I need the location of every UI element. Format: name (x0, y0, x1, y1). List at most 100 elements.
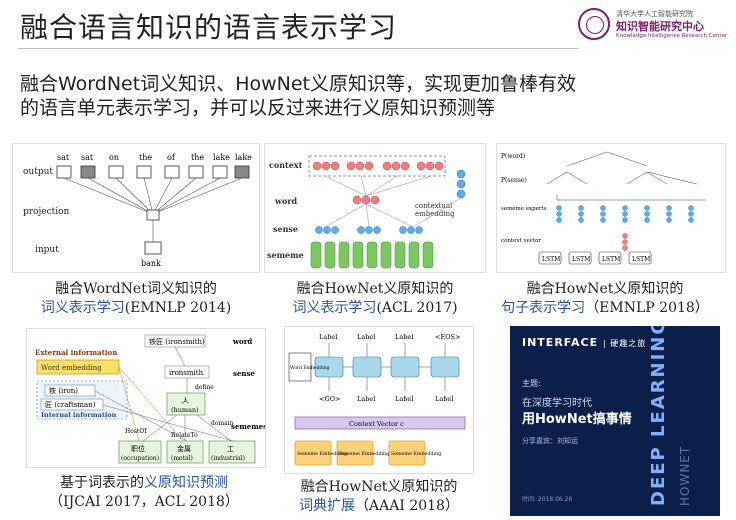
contextual-label: contextual (415, 202, 453, 210)
context-label: context (269, 160, 303, 170)
caption-highlight: 词义表示学习 (40, 300, 125, 316)
context-nodes (312, 161, 444, 171)
caption-line: 融合HowNet义原知识的 (526, 281, 684, 297)
caption-prefix: 基于词表示的 (60, 475, 144, 491)
caption-highlight: 义原知识预测 (144, 475, 228, 491)
sememe-columns (310, 241, 434, 269)
word-level-label: word (232, 337, 252, 346)
decoder-arrows (328, 343, 446, 391)
sememe-embedding-label: Sememe Embedding (339, 451, 389, 457)
label-input: Label (435, 395, 453, 403)
output-word: sat (57, 153, 70, 162)
sememe-embedding-label: Sememe Embedding (297, 451, 347, 457)
caption-hownet-sense: 融合HowNet义原知识的 词义表示学习(ACL 2017) (264, 280, 486, 318)
input-node (144, 241, 162, 255)
sememe-embedding-label: Sememe Embedding (391, 451, 441, 457)
caption-line: 融合HowNet义原知识的 (296, 281, 454, 297)
relation-arrows (94, 346, 234, 442)
caption-venue: （EMNLP 2018） (585, 300, 709, 316)
cover-brand-cn: | 硬趣之旅 (602, 339, 647, 348)
label-input: Label (395, 395, 413, 403)
cover-subtitle-2: 用HowNet搞事情 (522, 412, 632, 427)
occupation-cn: 职位 (131, 444, 145, 453)
metal-cn: 金属 (177, 444, 191, 453)
cover-subtitle-1: 在深度学习时代 (522, 398, 592, 409)
industrial-box (208, 440, 256, 464)
output-word: lake (213, 153, 230, 162)
relateto-label: RelateTo (171, 432, 198, 439)
iron-item-box (44, 384, 96, 397)
industrial-cn: 工 (227, 445, 234, 453)
cover-vertical-text-2: HOWNET (678, 445, 692, 506)
input-word: bank (141, 259, 161, 268)
caption-hownet-sentence: 融合HowNet义原知识的 句子表示学习（EMNLP 2018） (478, 280, 732, 318)
seal-icon (578, 8, 610, 40)
context-vector-label: context vector (501, 238, 541, 244)
panel-hownet-sense: context word sense sememe contextual emb… (264, 143, 486, 273)
iron-item: 铁 (iron) (49, 386, 78, 395)
context-vector-label: Context Vector c (349, 420, 404, 428)
cover-speaker: 分享嘉宾：刘知远 (522, 437, 578, 445)
caption-line: 词义表示学习(EMNLP 2014) (12, 299, 260, 318)
tree-lines (546, 151, 707, 201)
word-embedding-label: Word Embedding (290, 365, 330, 371)
go-token: <GO> (319, 395, 340, 403)
lstm-label: LSTM (572, 256, 590, 263)
word-nodes (352, 195, 380, 205)
output-word: sat (81, 153, 94, 162)
logo-center-en: Knowledge Intelligence Research Center (616, 33, 728, 39)
context-vector-nodes (622, 233, 628, 251)
caption-line: （IJCAI 2017，ACL 2018） (49, 494, 239, 510)
caption-line: 基于词表示的义原知识预测 (14, 474, 274, 493)
sememe-lm-diagram: P(word) P(sense) sememe experts context … (501, 151, 707, 265)
sememe-attention-diagram: context word sense sememe contextual emb… (267, 155, 466, 269)
word-embedding-box (288, 352, 312, 382)
projection-node (146, 209, 160, 221)
cover-date: 时间: 2018.06.26 (522, 496, 573, 503)
occupation-en: (occupation) (121, 455, 159, 462)
lstm-label: LSTM (542, 256, 560, 263)
projection-lines (63, 177, 243, 242)
metal-en: (metal) (171, 455, 193, 462)
human-cn: 人 (182, 397, 189, 405)
projection-label: projection (23, 207, 70, 217)
output-word: the (139, 153, 152, 162)
external-info-label: External information (35, 348, 117, 357)
craftsman-item: 匠 (craftsman) (45, 401, 96, 409)
caption-venue: (EMNLP 2014) (124, 300, 232, 316)
sememes-level-label: sememes (231, 422, 266, 431)
label-input: Label (357, 395, 375, 403)
caption-line: 融合WordNet词义知识的 (55, 281, 217, 297)
output-word: on (109, 153, 119, 162)
lstm-cells (538, 251, 652, 265)
lstm-label: LSTM (632, 256, 650, 263)
domain-label: domain (211, 420, 234, 427)
cover-brand-en: INTERFACE (522, 336, 599, 349)
word-embedding-label: Word embedding (41, 364, 102, 372)
craftsman-item-box (40, 398, 104, 411)
expert-nodes (556, 205, 694, 223)
caption-sememe-prediction: 基于词表示的义原知识预测 （IJCAI 2017，ACL 2018） (14, 474, 274, 512)
output-words: sat sat on the of the lake lake (57, 153, 252, 162)
caption-venue: (ACL 2017) (376, 300, 458, 316)
caption-line: 词典扩展（AAAI 2018） (270, 497, 488, 516)
internal-info-label: Internal information (41, 411, 117, 419)
cover-brand: INTERFACE | 硬趣之旅 (522, 336, 646, 349)
occupation-box (118, 440, 162, 464)
panel-hownet-sentence: P(word) P(sense) sememe experts context … (496, 143, 726, 273)
sememe-label: sememe (267, 250, 304, 260)
page-title: 融合语言知识的语言表示学习 (20, 11, 398, 44)
context-dashed-box (308, 155, 446, 177)
cover-topic: 主题: (522, 379, 541, 388)
intro-line-2: 的语言单元表示学习，并可以反过来进行义原知识预测等 (20, 97, 496, 119)
psense-label: P(sense) (501, 177, 527, 184)
caption-highlight: 词典扩展 (299, 498, 356, 514)
intro-text: 融合WordNet词义知识、HowNet义原知识等，实现更加鲁棒有效 的语言单元… (20, 72, 730, 120)
industrial-en: (industrial) (211, 455, 245, 462)
context-embedding-nodes (456, 169, 466, 199)
institute-logo: 清华大学人工智能研究院 知识智能研究中心 Knowledge Intellige… (578, 8, 728, 42)
label-output: Label (357, 333, 375, 341)
title-divider (18, 48, 578, 49)
talk-cover-image: INTERFACE | 硬趣之旅 主题: 在深度学习时代 用HowNet搞事情 … (510, 326, 720, 516)
caption-line: 句子表示学习（EMNLP 2018） (478, 299, 732, 318)
